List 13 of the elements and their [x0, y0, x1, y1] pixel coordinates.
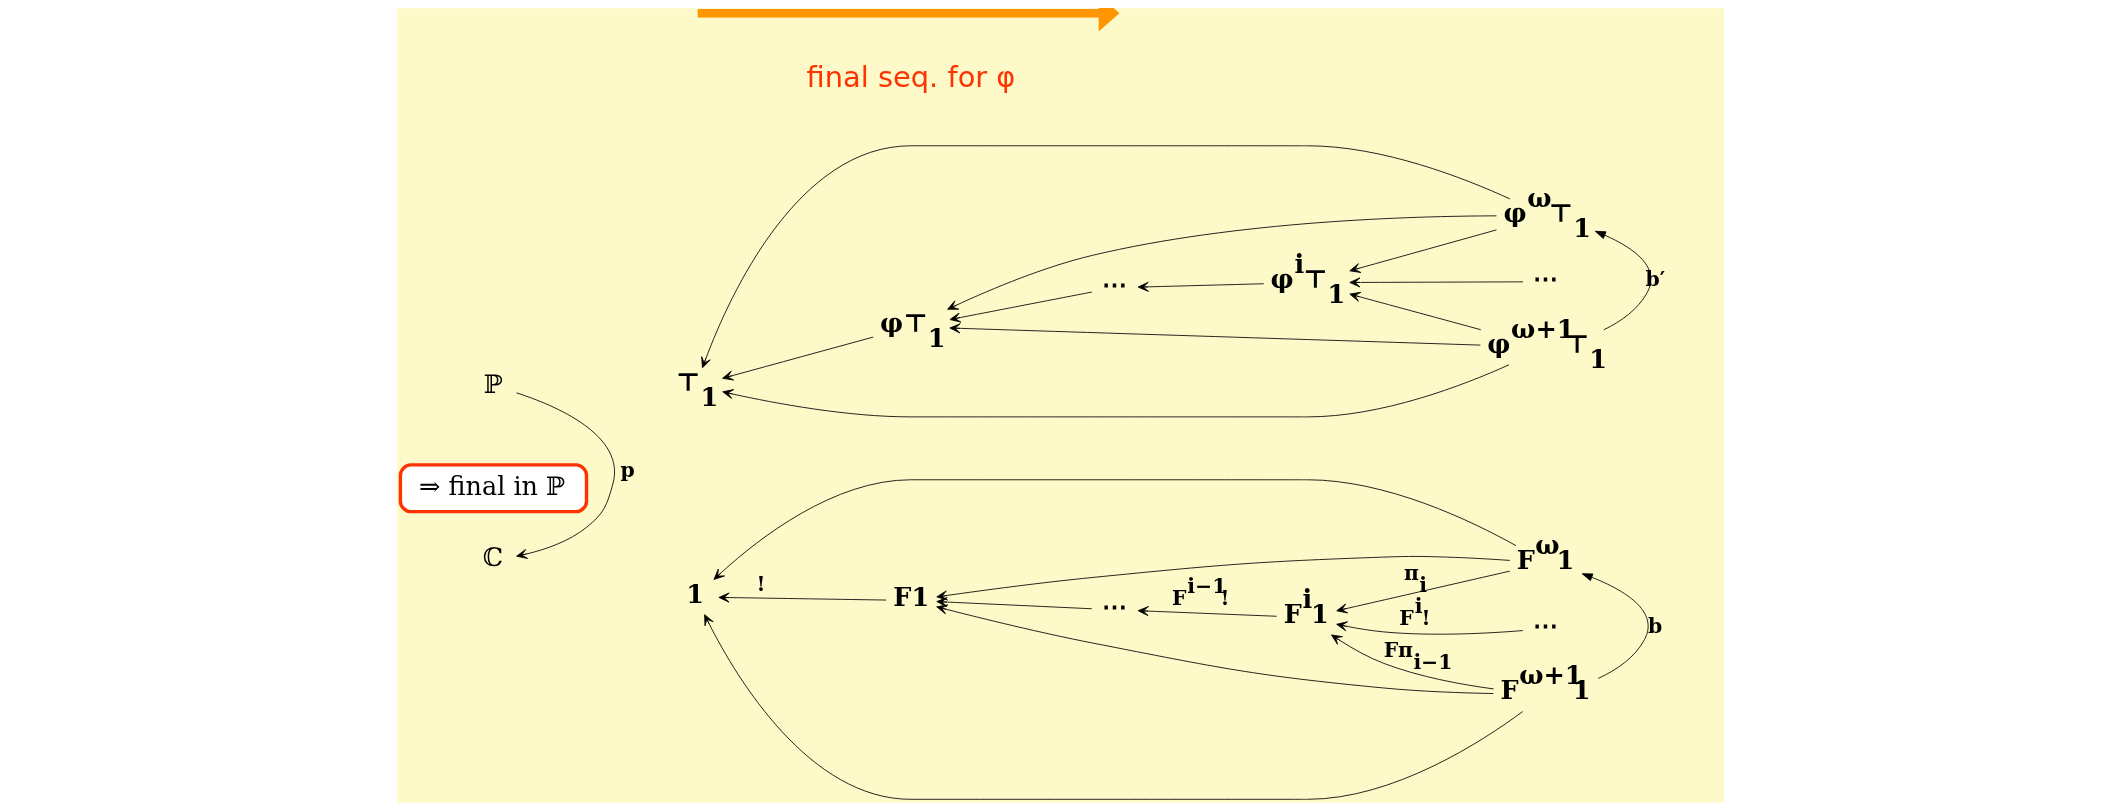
edge-label: b — [1647, 613, 1663, 638]
edge-label: ! — [756, 572, 766, 597]
edge-label: p — [620, 458, 635, 483]
edge-label: b′ — [1645, 267, 1666, 292]
node-text: ⋯ — [1101, 591, 1127, 622]
node-text: ⋯ — [1532, 263, 1558, 294]
node-text: 1 — [686, 578, 705, 609]
node-text: ⋯ — [1532, 610, 1558, 641]
node-text: ℂ — [482, 542, 504, 573]
label: final seq. for φ — [806, 59, 1016, 94]
node-text: F1 — [893, 581, 930, 612]
node-text: ⋯ — [1101, 269, 1127, 300]
node-text: ℙ — [483, 368, 503, 399]
